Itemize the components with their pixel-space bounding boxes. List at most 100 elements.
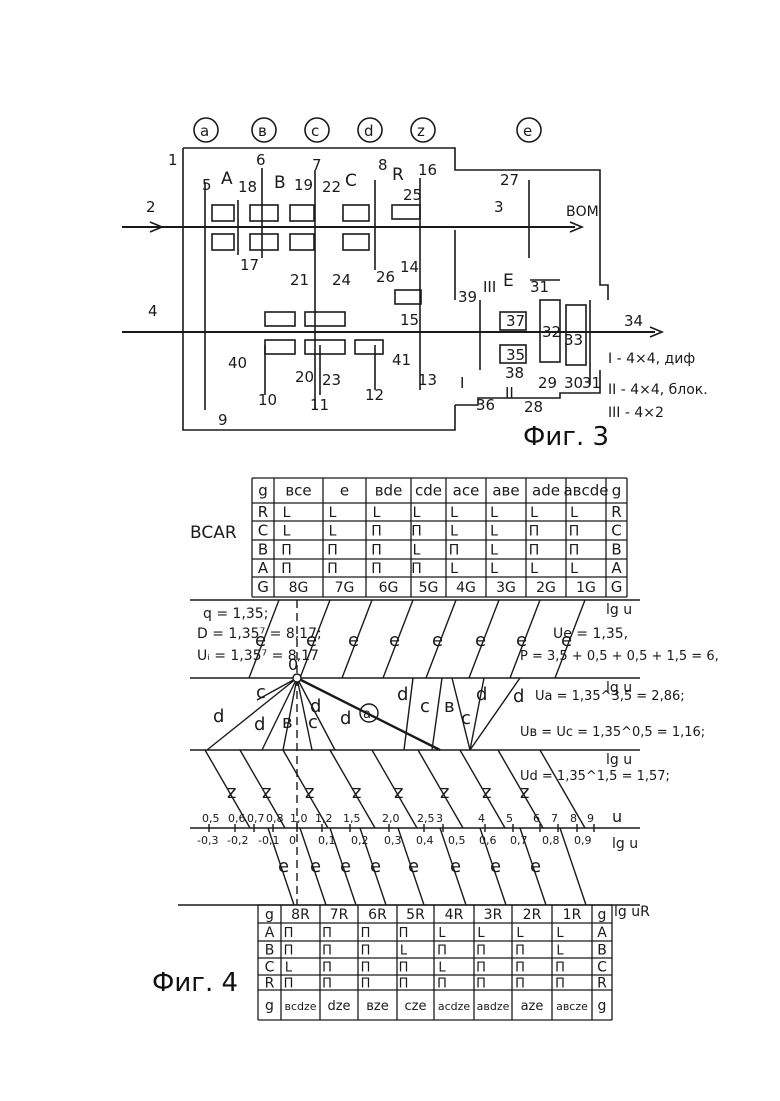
side-ray bbox=[432, 678, 442, 750]
fig3-caption: Фиг. 3 bbox=[523, 422, 609, 452]
formula-P: P = 3,5 + 0,5 + 0,5 + 1,5 = 6, bbox=[520, 649, 719, 664]
part-6: 6 bbox=[256, 151, 266, 169]
bottom-table-cell: П bbox=[437, 977, 447, 992]
e-ray-bottom-label: e bbox=[490, 856, 501, 877]
top-table-cell: L bbox=[490, 524, 498, 540]
top-table-header: e bbox=[340, 482, 349, 500]
fig4-top-table-text: gвceeвdecdeaceaвeadeaвcdegRLLLLLLLLRCLLП… bbox=[257, 482, 622, 597]
e-ray-label: e bbox=[255, 630, 266, 651]
part-20: 20 bbox=[295, 368, 314, 386]
fig4-caption: Фиг. 4 bbox=[152, 968, 238, 998]
e-ray-label: e bbox=[306, 630, 317, 651]
part-7: 7 bbox=[312, 156, 322, 174]
e-ray-bottom-label: e bbox=[408, 856, 419, 877]
part-25: 25 bbox=[403, 186, 422, 204]
bottom-table-cell: П bbox=[322, 926, 332, 941]
axis-lgu-2: lg u bbox=[606, 680, 632, 696]
bottom-table-header: g bbox=[598, 907, 607, 923]
top-table-cell: 1G bbox=[576, 580, 596, 596]
top-table-cell: L bbox=[530, 561, 538, 577]
top-table-cell: 2G bbox=[536, 580, 556, 596]
lg-tick-label: 0,4 bbox=[416, 834, 434, 847]
bottom-table-cell: П bbox=[515, 944, 525, 959]
part-14: 14 bbox=[400, 258, 419, 276]
top-table-row-label: C bbox=[258, 522, 268, 540]
top-table-cell: 5G bbox=[419, 580, 439, 596]
e-ray-bottom-label: e bbox=[530, 856, 541, 877]
top-table-cell: П bbox=[529, 524, 540, 540]
bottom-table-cell: П bbox=[437, 944, 447, 959]
top-table-cell: L bbox=[283, 524, 291, 540]
e-ray-bottom-label: e bbox=[278, 856, 289, 877]
part-15: 15 bbox=[400, 311, 419, 329]
e-ray-label: e bbox=[348, 630, 359, 651]
c-label: c bbox=[308, 712, 318, 733]
top-table-cell: L bbox=[329, 505, 337, 521]
c-label: c bbox=[256, 682, 266, 703]
top-table-row-label: R bbox=[258, 503, 268, 521]
z-ray-label: z bbox=[305, 782, 314, 803]
bottom-table-cell: П bbox=[284, 926, 294, 941]
clutch-C: C bbox=[345, 171, 357, 191]
lg-tick-label: 0,3 bbox=[384, 834, 402, 847]
e-ray-label: e bbox=[516, 630, 527, 651]
d-label: d bbox=[513, 686, 524, 707]
part-13: 13 bbox=[418, 371, 437, 389]
axis-u: u bbox=[612, 807, 622, 826]
c-label: c bbox=[461, 708, 471, 729]
part-5: 5 bbox=[202, 176, 212, 194]
u-tick-label: 3 bbox=[436, 812, 443, 825]
top-table-cell: L bbox=[283, 505, 291, 521]
top-table-cell: П bbox=[281, 543, 292, 559]
clutch-A: A bbox=[221, 169, 233, 189]
bottom-table-cell: L bbox=[556, 944, 564, 959]
top-table-cell: П bbox=[371, 524, 382, 540]
top-table-cell: L bbox=[329, 524, 337, 540]
u-tick-label: 1,2 bbox=[315, 812, 333, 825]
u-tick-label: 0,5 bbox=[202, 812, 220, 825]
bottom-table-cell: П bbox=[361, 977, 371, 992]
bcar-label: BCAR bbox=[190, 523, 237, 543]
bottom-table-cell: П bbox=[476, 977, 486, 992]
part-30: 30 bbox=[564, 374, 583, 392]
z-ray-label: z bbox=[394, 782, 403, 803]
bottom-table-cell: П bbox=[361, 961, 371, 976]
part-2: 2 bbox=[146, 198, 156, 216]
top-table-cell: П bbox=[411, 524, 422, 540]
bottom-table-row-label: R bbox=[265, 976, 275, 992]
bottom-table-cell: L bbox=[516, 926, 524, 941]
top-table-header: aвcde bbox=[563, 482, 608, 500]
bottom-table-row-label: C bbox=[265, 960, 275, 976]
part-28: 28 bbox=[524, 398, 543, 416]
u-tick-label: 0,8 bbox=[266, 812, 284, 825]
top-table-row-label: B bbox=[258, 541, 268, 559]
bottom-table-row-end: R bbox=[597, 976, 607, 992]
top-table-cell: L bbox=[373, 505, 381, 521]
top-table-cell: П bbox=[569, 543, 580, 559]
clutch-E: E bbox=[503, 271, 514, 291]
top-table-cell: 4G bbox=[456, 580, 476, 596]
bottom-table-cell: вze bbox=[366, 999, 388, 1014]
top-table-row-end: A bbox=[611, 559, 622, 577]
part-1: 1 bbox=[168, 151, 178, 169]
u-tick-label: 0,7 bbox=[247, 812, 265, 825]
top-table-cell: П bbox=[569, 524, 580, 540]
top-table-row-end: C bbox=[611, 522, 621, 540]
part-8: 8 bbox=[378, 156, 388, 174]
d-label: d bbox=[213, 706, 224, 727]
bottom-table-header: 3R bbox=[484, 907, 503, 923]
top-table-cell: L bbox=[490, 505, 498, 521]
u-tick-label: 2,0 bbox=[382, 812, 400, 825]
legend-mode-1: I - 4×4, диф bbox=[608, 351, 695, 367]
bottom-table-cell: П bbox=[284, 944, 294, 959]
d-label: d bbox=[340, 708, 351, 729]
top-table-row-label: G bbox=[257, 578, 269, 596]
bottom-table-cell: П bbox=[515, 961, 525, 976]
z-ray-label: z bbox=[520, 782, 529, 803]
u-tick-label: 1,0 bbox=[290, 812, 308, 825]
lg-tick-label: 0,2 bbox=[351, 834, 369, 847]
lg-tick-label: 0,7 bbox=[510, 834, 528, 847]
part-16: 16 bbox=[418, 161, 437, 179]
circled-a-label: a bbox=[363, 707, 371, 722]
